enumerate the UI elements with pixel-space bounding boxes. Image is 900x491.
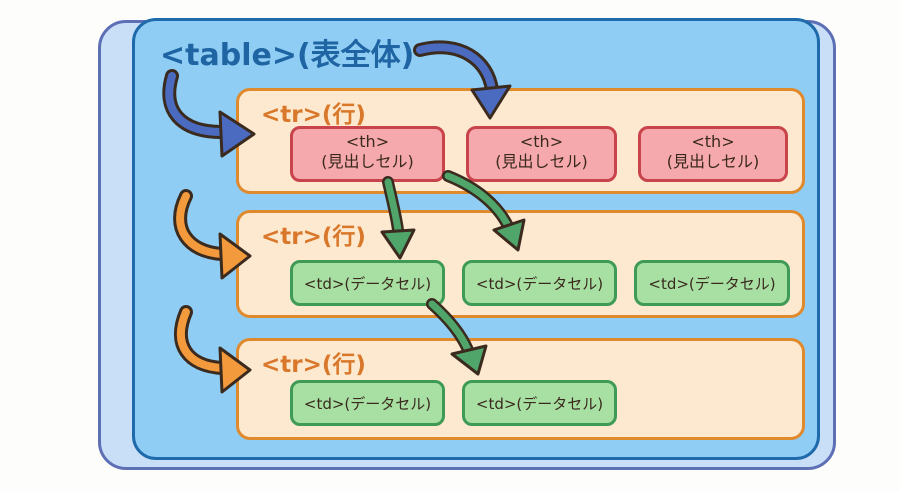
header-cell: <th> (見出しセル) xyxy=(290,126,445,182)
row-label: <tr>(行) xyxy=(261,352,366,378)
row-label: <tr>(行) xyxy=(261,224,366,250)
arrow-green-icon xyxy=(426,298,488,376)
header-cell-tag: <th> xyxy=(519,132,564,151)
header-cell-desc: (見出しセル) xyxy=(666,152,760,171)
arrow-blue-icon xyxy=(162,69,256,158)
arrow-orange-icon xyxy=(174,305,252,394)
arrow-orange-icon xyxy=(173,189,252,280)
header-cell-desc: (見出しセル) xyxy=(495,152,588,171)
row-label: <tr>(行) xyxy=(261,102,366,128)
data-cell: <td>(データセル) xyxy=(462,380,617,426)
data-cell: <td>(データセル) xyxy=(290,380,445,426)
data-cell: <td>(データセル) xyxy=(290,260,445,306)
table-title: <table>(表全体) xyxy=(160,38,415,73)
header-cell: <th> (見出しセル) xyxy=(466,126,617,182)
header-cell-desc: (見出しセル) xyxy=(321,152,414,171)
arrow-green-icon xyxy=(380,176,416,260)
header-cell: <th> (見出しセル) xyxy=(638,126,788,182)
header-cell-tag: <th> xyxy=(691,132,735,151)
header-cell-tag: <th> xyxy=(345,132,390,151)
arrow-blue-icon xyxy=(413,40,512,120)
data-cell: <td>(データセル) xyxy=(634,260,790,306)
arrow-green-icon xyxy=(442,170,526,252)
data-cell: <td>(データセル) xyxy=(462,260,617,306)
